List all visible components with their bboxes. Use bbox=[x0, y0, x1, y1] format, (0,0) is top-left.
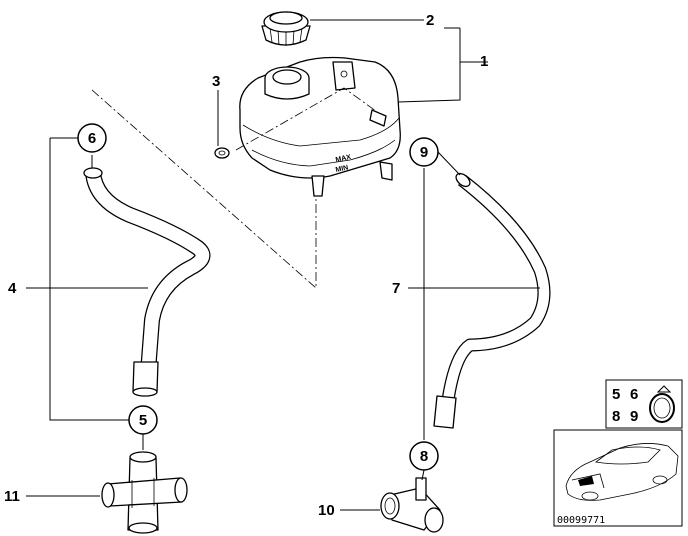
leader-lines bbox=[26, 19, 540, 511]
tank-max-mark: MAX bbox=[335, 154, 352, 164]
inset-number-8: 8 bbox=[612, 408, 620, 425]
hose-clamp-icon bbox=[649, 385, 675, 423]
circled-callout-8: 8 bbox=[409, 441, 439, 471]
callout-1: 1 bbox=[480, 53, 488, 70]
hose-7 bbox=[433, 172, 551, 429]
connector-10 bbox=[380, 477, 444, 533]
car-silhouette-icon bbox=[565, 443, 679, 501]
diagram-code: 00099771 bbox=[557, 515, 605, 526]
circled-callout-9-label: 9 bbox=[420, 144, 428, 161]
callout-2: 2 bbox=[426, 12, 434, 29]
inset-number-6: 6 bbox=[630, 386, 638, 403]
circled-callout-8-label: 8 bbox=[420, 448, 428, 465]
tank-min-mark: MIN bbox=[335, 164, 349, 174]
guide-line-left bbox=[91, 89, 317, 289]
circled-callout-5-label: 5 bbox=[139, 412, 147, 429]
callout-4: 4 bbox=[8, 280, 17, 297]
guide-line-tank bbox=[235, 87, 381, 151]
inset-clamp-box: 5 6 8 9 bbox=[605, 379, 683, 429]
callout-11: 11 bbox=[4, 488, 20, 505]
circled-callout-9: 9 bbox=[409, 137, 439, 167]
circled-callout-6-label: 6 bbox=[88, 130, 96, 147]
callout-3: 3 bbox=[212, 73, 220, 90]
t-piece-11 bbox=[101, 451, 188, 534]
callout-7: 7 bbox=[392, 280, 400, 297]
inset-number-9: 9 bbox=[630, 408, 638, 425]
circled-callout-5: 5 bbox=[128, 405, 158, 435]
inset-car-overview: 00099771 bbox=[553, 429, 683, 527]
expansion-tank: MAX MIN bbox=[239, 56, 401, 197]
hose-4 bbox=[83, 167, 211, 397]
hex-nut bbox=[214, 147, 230, 159]
inset-number-5: 5 bbox=[612, 386, 620, 403]
callout-10: 10 bbox=[318, 502, 335, 519]
filler-cap bbox=[261, 11, 311, 46]
circled-callout-6: 6 bbox=[77, 123, 107, 153]
